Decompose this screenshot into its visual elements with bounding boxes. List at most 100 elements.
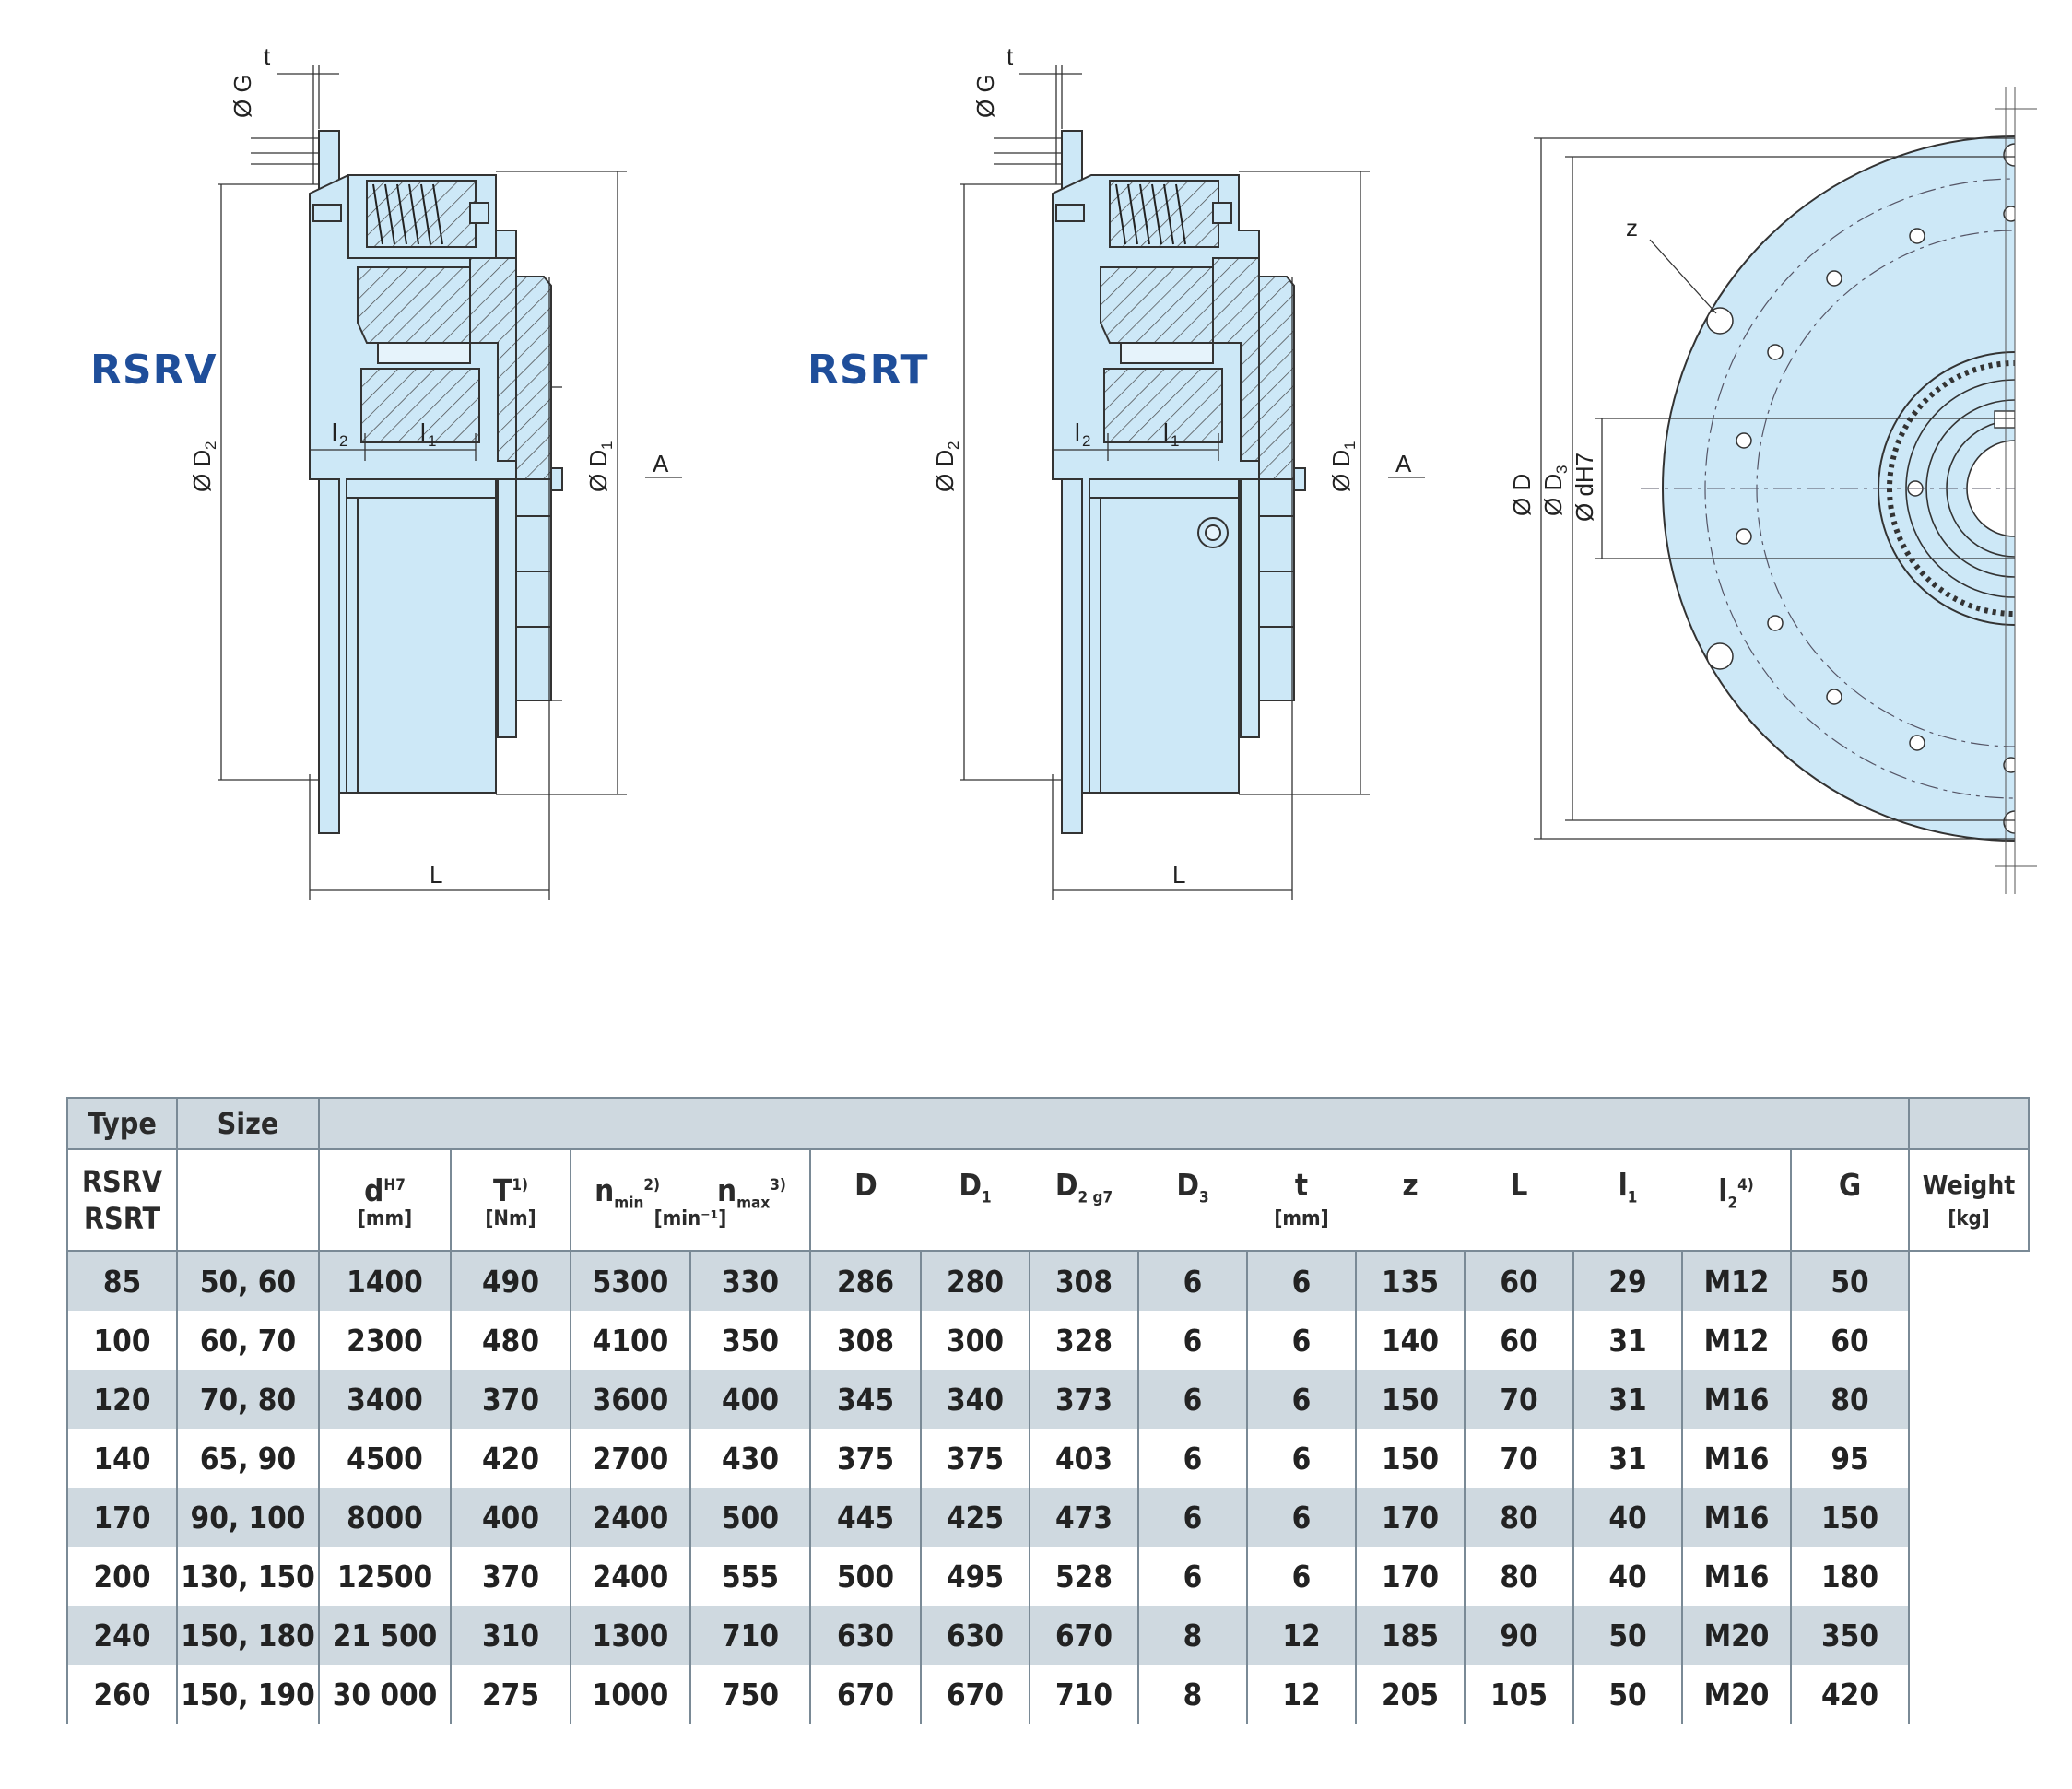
front-d-label: Ø D bbox=[1508, 474, 1536, 516]
table-cell: 630 bbox=[809, 1606, 922, 1665]
table-header-row: Type Size bbox=[66, 1097, 2031, 1150]
table-cell: 31 bbox=[1572, 1370, 1683, 1429]
rsrt-l2-label: l bbox=[1075, 418, 1080, 446]
col-size-blank bbox=[176, 1148, 320, 1252]
rsrt-l1-sub: 1 bbox=[1171, 432, 1179, 450]
table-cell: 495 bbox=[920, 1547, 1030, 1606]
table-cell: 373 bbox=[1029, 1370, 1139, 1429]
table-cell: 150, 190 bbox=[176, 1665, 320, 1724]
rsrt-d2-label: Ø D bbox=[931, 450, 959, 492]
table-cell: 6 bbox=[1137, 1311, 1248, 1370]
table-cell: 350 bbox=[689, 1311, 811, 1370]
table-cell: 420 bbox=[1789, 1665, 1911, 1724]
table-cell: 630 bbox=[920, 1606, 1030, 1665]
table-cell: 2300 bbox=[318, 1311, 452, 1370]
table-cell: 170 bbox=[1355, 1547, 1466, 1606]
col-D2: D2 g7 bbox=[1030, 1148, 1138, 1252]
table-cell: 1400 bbox=[318, 1251, 452, 1311]
table-cell: 670 bbox=[920, 1665, 1030, 1724]
table-cell: 80 bbox=[1464, 1488, 1574, 1547]
table-cell: 370 bbox=[450, 1370, 571, 1429]
table-cell: 31 bbox=[1572, 1311, 1683, 1370]
rsrv-a-label: A bbox=[653, 450, 669, 477]
header-size: Size bbox=[176, 1097, 320, 1150]
table-cell: 3400 bbox=[318, 1370, 452, 1429]
table-cell: 420 bbox=[450, 1429, 571, 1488]
col-D1: D1 bbox=[921, 1148, 1030, 1252]
table-cell: M12 bbox=[1681, 1311, 1792, 1370]
table-cell: 12500 bbox=[318, 1547, 452, 1606]
table-cell: M16 bbox=[1681, 1370, 1792, 1429]
col-D3: D3 bbox=[1138, 1148, 1247, 1252]
rsrt-d1-label: Ø D bbox=[1327, 450, 1355, 492]
table-cell: 490 bbox=[450, 1251, 571, 1311]
table-cell: 425 bbox=[920, 1488, 1030, 1547]
table-cell: 403 bbox=[1029, 1429, 1139, 1488]
table-cell: 2700 bbox=[570, 1429, 691, 1488]
table-cell: 180 bbox=[1789, 1547, 1911, 1606]
table-cell: 8 bbox=[1137, 1606, 1248, 1665]
table-cell: 710 bbox=[1029, 1665, 1139, 1724]
table-cell: 350 bbox=[1789, 1606, 1911, 1665]
table-cell: 135 bbox=[1355, 1251, 1466, 1311]
table-cell: 500 bbox=[689, 1488, 811, 1547]
table-cell: 328 bbox=[1029, 1311, 1139, 1370]
table-cell: 6 bbox=[1246, 1370, 1357, 1429]
table-cell: 105 bbox=[1464, 1665, 1574, 1724]
front-d3-label: Ø D bbox=[1539, 474, 1567, 516]
table-cell: 6 bbox=[1137, 1429, 1248, 1488]
rsrt-g-label: Ø G bbox=[971, 74, 999, 118]
table-cell: M16 bbox=[1681, 1547, 1792, 1606]
table-cell: 60 bbox=[1789, 1311, 1911, 1370]
table-cell: 8 bbox=[1137, 1665, 1248, 1724]
front-z-label: z bbox=[1626, 214, 1638, 241]
table-cell: 345 bbox=[809, 1370, 922, 1429]
table-cell: 6 bbox=[1246, 1311, 1357, 1370]
table-cell: 90, 100 bbox=[176, 1488, 320, 1547]
front-view: z Ø D Ø D 3 Ø dH7 bbox=[1508, 87, 2037, 894]
col-L: L bbox=[1465, 1148, 1573, 1252]
col-l1: l1 bbox=[1573, 1148, 1682, 1252]
table-cell: M16 bbox=[1681, 1429, 1792, 1488]
table-cell: 375 bbox=[920, 1429, 1030, 1488]
table-cell: 2400 bbox=[570, 1547, 691, 1606]
front-d3-sub: 3 bbox=[1553, 465, 1571, 474]
table-cell: 480 bbox=[450, 1311, 571, 1370]
table-cell: 375 bbox=[809, 1429, 922, 1488]
rsrt-t-label: t bbox=[1007, 42, 1014, 70]
table-cell: M20 bbox=[1681, 1665, 1792, 1724]
table-cell: 6 bbox=[1246, 1251, 1357, 1311]
table-cell: 12 bbox=[1246, 1606, 1357, 1665]
table-cell: 29 bbox=[1572, 1251, 1683, 1311]
rsrt-dimension-labels: t Ø G Ø D 2 Ø D 1 l 2 l 1 A L bbox=[931, 42, 1412, 889]
table-cell: 1000 bbox=[570, 1665, 691, 1724]
table-cell: 40 bbox=[1572, 1488, 1683, 1547]
table-cell: 280 bbox=[920, 1251, 1030, 1311]
table-cell: 308 bbox=[1029, 1251, 1139, 1311]
table-cell: 65, 90 bbox=[176, 1429, 320, 1488]
table-cell: 170 bbox=[66, 1488, 178, 1547]
rsrv-l2-sub: 2 bbox=[339, 432, 347, 450]
table-cell: 70 bbox=[1464, 1429, 1574, 1488]
table-cell: 6 bbox=[1137, 1370, 1248, 1429]
table-cell: 5300 bbox=[570, 1251, 691, 1311]
table-cell: 50 bbox=[1572, 1606, 1683, 1665]
table-cell: 430 bbox=[689, 1429, 811, 1488]
header-type: Type bbox=[66, 1097, 178, 1150]
table-cell: 40 bbox=[1572, 1547, 1683, 1606]
rsrv-l2-label: l bbox=[332, 418, 337, 446]
table-cell: 275 bbox=[450, 1665, 571, 1724]
type-value-rsrt: RSRT bbox=[83, 1201, 161, 1236]
table-cell: 4500 bbox=[318, 1429, 452, 1488]
table-cell: 50 bbox=[1572, 1665, 1683, 1724]
table-subheader-row: RSRV RSRT dH7 [mm] T1) [Nm] nmin2) nmax3… bbox=[66, 1148, 2031, 1252]
table-cell: 445 bbox=[809, 1488, 922, 1547]
table-cell: 100 bbox=[66, 1311, 178, 1370]
rsrv-l-label: L bbox=[430, 861, 442, 889]
table-cell: 6 bbox=[1137, 1488, 1248, 1547]
